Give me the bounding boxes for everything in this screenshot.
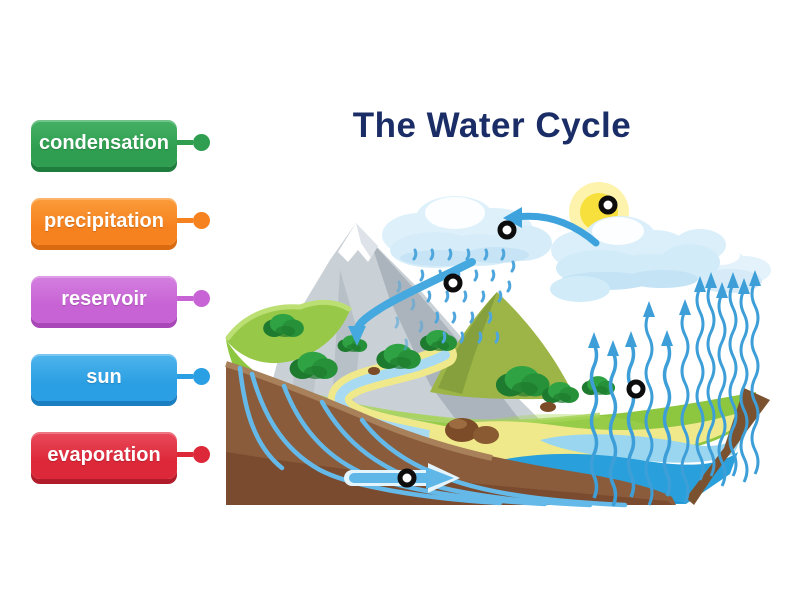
condensation-arrow [503,207,600,247]
connector-dot-icon [193,289,210,307]
connector-dot-icon [193,367,210,385]
connector-line [177,373,193,379]
drop-zone-cloud-area[interactable] [497,220,517,240]
label-row-reservoir: reservoir [31,273,210,326]
label-chip-evaporation[interactable]: evaporation [31,432,177,479]
olive-hill [430,292,575,400]
label-text: sun [86,366,122,388]
rocks [368,367,556,444]
connector-line [177,295,193,301]
diagram-title: The Water Cycle [352,106,632,145]
label-text: condensation [38,132,169,154]
label-text: reservoir [61,288,147,310]
label-row-condensation: condensation [31,117,210,170]
connector-dot-icon [193,133,210,151]
label-row-precipitation: precipitation [31,195,210,248]
label-chip-precipitation[interactable]: precipitation [31,198,177,245]
precipitation-runoff-arrow [348,258,476,346]
groundwater-flow-arrow [344,463,460,493]
drop-zone-evaporation-area[interactable] [626,379,646,399]
drop-zone-groundwater-area[interactable] [397,468,417,488]
connector-dot-icon [193,445,210,463]
label-row-evaporation: evaporation [31,429,210,482]
connector-line [177,139,193,145]
soil-cross-section [225,361,676,508]
cloud-left [382,196,552,268]
label-chip-condensation[interactable]: condensation [31,120,177,167]
soil-right-edge [686,388,770,505]
drop-zone-rain-area[interactable] [443,273,463,293]
label-row-sun: sun [31,351,210,404]
connector-dot-icon [193,211,210,229]
drop-zone-sun-area[interactable] [598,195,618,215]
label-chip-reservoir[interactable]: reservoir [31,276,177,323]
label-chip-sun[interactable]: sun [31,354,177,401]
label-text: evaporation [47,444,161,466]
connector-line [177,451,193,457]
connector-line [177,217,193,223]
cloud-right [550,216,726,302]
label-text: precipitation [43,210,164,232]
